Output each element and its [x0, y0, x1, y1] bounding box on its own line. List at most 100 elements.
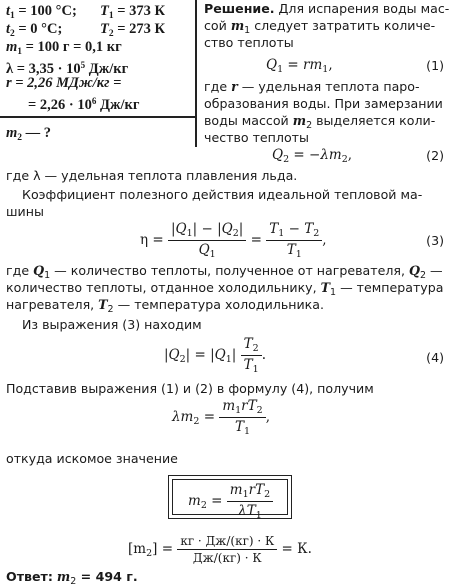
sub: 1: [255, 510, 262, 521]
text: — удельная теплота паро-: [237, 79, 420, 94]
solution-line-10: шины: [6, 204, 44, 219]
text: чество теплоты: [204, 130, 309, 145]
given-row-1: t1 = 100 °C; T1 = 373 К: [6, 2, 165, 25]
val: = 273 К: [113, 21, 166, 37]
t: [m: [128, 541, 147, 557]
solution-line-8: где λ — удельная теплота плавления льда.: [6, 168, 298, 183]
t: T: [286, 242, 296, 258]
solution-line-4: где r — удельная теплота паро-: [204, 78, 420, 96]
sub: 2: [341, 154, 348, 165]
eta: η =: [140, 232, 168, 248]
sub: 1: [244, 25, 251, 36]
var: m: [230, 18, 245, 33]
sub: 2: [17, 133, 23, 143]
sub: 1: [108, 11, 114, 21]
text: где: [6, 263, 34, 278]
text: ство теплоты: [204, 35, 294, 50]
t: |: [238, 221, 244, 237]
solution-line-2: сой m1 следует затратить количе-: [204, 17, 435, 40]
eq: =: [246, 232, 267, 248]
var: t: [6, 21, 11, 37]
answer-line: Ответ: m2 = 494 г.: [6, 568, 138, 587]
num: T2: [240, 336, 262, 356]
solution-line-1: Решение. Для испарения воды мас-: [204, 0, 449, 18]
sub: 1: [277, 64, 284, 75]
sub: 1: [209, 249, 216, 260]
var: m: [56, 569, 71, 584]
t: m: [188, 493, 201, 509]
t: |Q: [170, 221, 187, 237]
text: —: [426, 263, 443, 278]
solution-heading: Решение.: [204, 1, 275, 16]
t: λT: [238, 503, 256, 519]
val: r = 2,26 МДж/кг =: [6, 75, 122, 91]
t: rT: [248, 482, 265, 498]
unit: Дж/кг: [96, 97, 140, 113]
t: T: [243, 336, 253, 352]
tail: .: [261, 347, 266, 363]
solution-line-12: количество теплоты, отданное холодильник…: [6, 279, 443, 302]
var: m: [6, 39, 18, 55]
t: λm: [172, 409, 194, 425]
sub: 1: [44, 270, 51, 281]
var: m: [292, 113, 307, 128]
answer-label: Ответ:: [6, 569, 53, 584]
text: — количество теплоты, полученное от нагр…: [50, 263, 409, 278]
var: T: [98, 297, 108, 312]
sub: 2: [252, 343, 259, 354]
t: rT: [241, 398, 257, 414]
given-divider-vertical: [195, 0, 197, 147]
text: где: [204, 79, 232, 94]
sup: 6: [91, 96, 97, 106]
t: m: [229, 482, 243, 498]
den: T1: [219, 418, 265, 437]
rhs: = rm: [283, 57, 323, 73]
given-row-2: t2 = 0 °C; T2 = 273 К: [6, 20, 165, 43]
val: = 2,26 · 10: [28, 97, 92, 113]
solution-line-6: воды массой m2 выделяется коли-: [204, 112, 435, 135]
den: T1: [266, 241, 322, 260]
tail: ,: [347, 147, 353, 163]
equation-3-number: (3): [426, 233, 444, 248]
sub: 1: [295, 249, 302, 260]
num: m1rT2: [226, 482, 274, 502]
sub: 1: [235, 405, 242, 416]
solution-line-13: нагревателя, T2 — температура холодильни…: [6, 296, 324, 319]
t: − T: [284, 221, 314, 237]
sub: 2: [256, 405, 263, 416]
fraction-q: |Q1| − |Q2|Q1: [167, 221, 247, 260]
sub: 2: [200, 500, 207, 511]
sub: 1: [252, 364, 259, 375]
val: = 100 °C;: [14, 3, 77, 19]
sub: 1: [17, 47, 23, 57]
var: T: [100, 21, 109, 37]
var: Q: [408, 263, 420, 278]
var: T: [100, 3, 109, 19]
var-t1: t: [6, 3, 11, 19]
t: | − |Q: [192, 221, 233, 237]
equation-2-number: (2): [426, 148, 444, 163]
given-T2: T2 = 273 К: [100, 20, 165, 43]
t: ]: [152, 541, 158, 557]
sub: 1: [242, 489, 249, 500]
sub: 2: [264, 489, 271, 500]
val: λ = 3,35 · 10: [6, 61, 81, 77]
t: Q: [198, 242, 210, 258]
sub: 2: [283, 154, 290, 165]
eq: =: [157, 541, 178, 557]
num: кг · Дж/(кг) · К: [177, 534, 278, 550]
sub: 2: [306, 120, 313, 131]
tail: ,: [328, 57, 333, 73]
equation-1-number: (1): [426, 58, 444, 73]
solution-line-14: Из выражения (3) находим: [22, 317, 202, 332]
tail: ,: [265, 409, 270, 425]
t: |Q: [164, 347, 180, 363]
den: λT1: [227, 502, 273, 521]
